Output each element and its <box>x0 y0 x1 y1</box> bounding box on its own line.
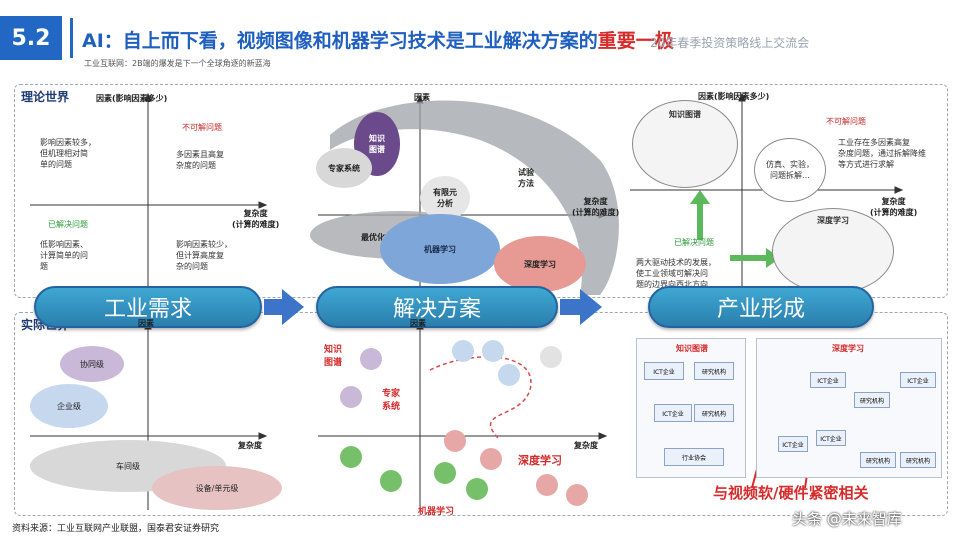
mr-x-axis: 复杂度 <box>574 441 598 450</box>
rt-solved-title: 已解决问题 <box>674 238 714 247</box>
mr-dot-green <box>380 470 402 492</box>
mr-dot-green <box>434 462 456 484</box>
lr-y-axis: 因素 <box>138 319 154 328</box>
rr-ict-box-6: ICT企业 <box>816 430 846 446</box>
rt-x-axis: 复杂度 (计算的难度) <box>870 197 918 217</box>
optimization-blob: 最优化方法 <box>361 232 401 242</box>
arrow-1-tail <box>264 299 282 315</box>
subtitle: 工业互联网：2B端的爆发是下一个全球角逐的新蓝海 <box>84 59 271 68</box>
mr-dot-green <box>340 446 362 468</box>
mr-dot-red <box>566 484 588 506</box>
arrow-2-tail <box>560 299 580 315</box>
expert-system-blob: 专家系统 <box>316 148 372 188</box>
rr-assoc-box: 行业协会 <box>664 448 724 466</box>
rt-dl-title: 深度学习 <box>817 216 849 225</box>
rr-research-box-2: 研究机构 <box>694 404 734 422</box>
rt-sim-circle: 仿真、实验， 问题拆解… <box>754 138 826 202</box>
rt-y-axis: 因素(影响因素多少) <box>698 92 770 101</box>
mr-dot-blue <box>482 340 504 362</box>
rt-solved-text: 两大驱动技术的发展， 使工业领域可解决问 题的边界向西北方向 <box>636 258 716 291</box>
event-text: 20年春季投资策略线上交流会 <box>650 36 810 50</box>
rt-kg-title: 知识图谱 <box>669 110 701 119</box>
mr-dot-red <box>444 430 466 452</box>
level-collab: 协同级 <box>60 346 124 382</box>
arrow-right-icon <box>282 289 304 325</box>
source-note: 资料来源：工业互联网产业联盟，国泰君安证券研究 <box>12 524 220 534</box>
mr-dot-grey <box>540 346 562 368</box>
level-enterprise: 企业级 <box>30 384 108 428</box>
rt-unsolvable-title: 不可解问题 <box>826 117 866 126</box>
mr-dot-blue <box>452 340 474 362</box>
mt-x-axis: 复杂度 (计算的难度) <box>572 197 620 217</box>
experimental-blob: 试验 方法 <box>518 168 534 188</box>
stage-solution: 解决方案 <box>316 286 558 328</box>
lt-q2-title: 不可解问题 <box>182 123 222 132</box>
mr-dl-label: 深度学习 <box>518 454 562 467</box>
rr-kg-label: 知识图谱 <box>676 344 708 353</box>
rr-research-box-5: 研究机构 <box>900 452 936 468</box>
page-title: AI：自上而下看，视频图像和机器学习技术是工业解决方案的重要一极 <box>82 26 674 53</box>
mr-dot-red <box>480 448 502 470</box>
title-highlight: 重要一极 <box>597 30 674 52</box>
rr-ict-box-3: ICT企业 <box>810 372 846 388</box>
callout-text: 与视频软/硬件紧密相关 <box>713 484 869 502</box>
mt-y-axis: 因素 <box>414 93 430 102</box>
rt-unsolvable-text: 工业存在多因素高复 杂度问题，通过拆解降维 等方式进行求解 <box>838 138 926 169</box>
lt-q3-title: 已解决问题 <box>48 220 88 229</box>
stage-industry: 产业形成 <box>648 286 874 328</box>
lr-x-axis: 复杂度 <box>238 441 262 450</box>
rt-sim-text: 仿真、实验， 问题拆解… <box>766 160 814 180</box>
rr-ict-box-5: ICT企业 <box>778 436 808 452</box>
mr-y-axis: 因素 <box>410 319 426 328</box>
rr-dl-label: 深度学习 <box>832 344 864 353</box>
level-device: 设备/单元级 <box>152 466 282 510</box>
rt-dl-circle: 深度学习 <box>772 208 894 294</box>
section-number: 5.2 <box>0 16 62 60</box>
rt-kg-circle: 知识图谱 <box>632 100 738 188</box>
watermark: 头条 @未来智库 <box>792 510 902 528</box>
rr-research-box: 研究机构 <box>694 362 734 380</box>
rr-research-box-4: 研究机构 <box>860 452 896 468</box>
stage-demand: 工业需求 <box>34 286 262 328</box>
mr-expert-label: 专家 系统 <box>382 389 401 412</box>
arrow-right-icon <box>580 289 602 325</box>
machine-learning-blob: 机器学习 <box>380 214 500 284</box>
mr-dot-green <box>466 478 488 500</box>
deep-learning-blob: 深度学习 <box>494 236 586 292</box>
mr-dot-red <box>536 474 558 496</box>
fem-blob: 有限元 分析 <box>420 176 470 220</box>
title-divider <box>70 18 73 58</box>
mr-dot-purple <box>360 348 382 370</box>
lt-y-axis: 因素(影响因素多少) <box>96 94 168 103</box>
rr-ict-box: ICT企业 <box>644 362 684 380</box>
title-prefix: AI：自上而下看，视频图像和机器学习技术是工业解决方案的 <box>82 30 598 52</box>
mr-kg-label: 知识 图谱 <box>324 345 343 368</box>
mr-dot-blue <box>498 364 520 386</box>
lt-x-axis: 复杂度 (计算的难度) <box>232 209 280 229</box>
rr-ict-box-2: ICT企业 <box>654 404 692 422</box>
lt-q3: 低影响因素、 计算简单的问 题 <box>40 240 88 271</box>
mr-dot-purple <box>340 386 362 408</box>
rr-ict-box-4: ICT企业 <box>900 372 936 388</box>
mr-ml-label: 机器学习 <box>418 507 455 517</box>
lt-q2: 多因素且高复 杂度的问题 <box>176 150 224 170</box>
lt-q4: 影响因素较少， 但计算高度复 杂的问题 <box>176 240 232 271</box>
rr-research-box-3: 研究机构 <box>854 392 890 408</box>
theory-label: 理论世界 <box>18 88 73 105</box>
lt-q1: 影响因素较多， 但机理相对简 单的问题 <box>40 138 96 169</box>
